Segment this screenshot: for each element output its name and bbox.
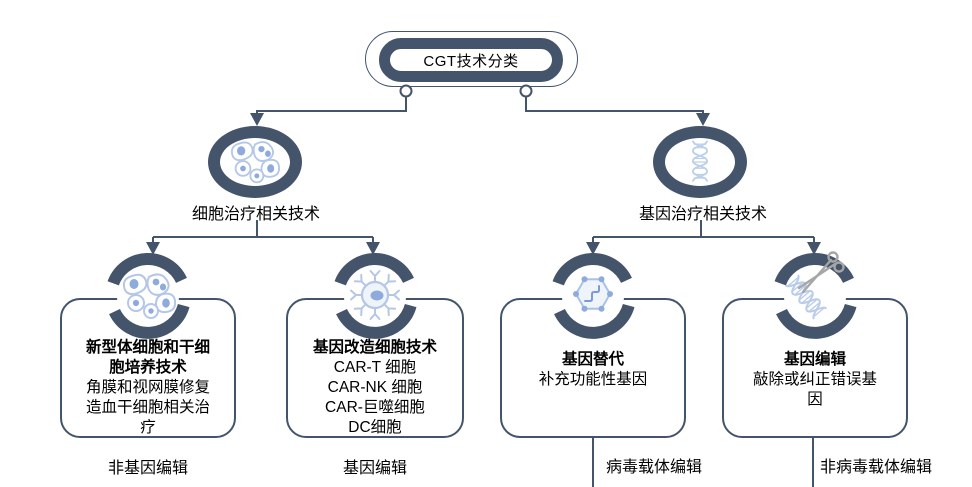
cells-icon bbox=[230, 141, 280, 184]
box-body-line: 角膜和视网膜修复 bbox=[85, 379, 210, 396]
footer-viral-vector: 病毒载体编辑 bbox=[606, 459, 703, 476]
connection-point-circles bbox=[399, 84, 533, 98]
cell-therapy-node bbox=[208, 126, 302, 198]
gene-therapy-label: 基因治疗相关技术 bbox=[638, 206, 768, 223]
cell-therapy-label: 细胞治疗相关技术 bbox=[191, 206, 321, 223]
gene-modified-cell-box: 基因改造细胞技术 CAR-T 细胞 CAR-NK 细胞 CAR-巨噬细胞 DC细… bbox=[286, 298, 464, 438]
root-node: CGT技术分类 bbox=[379, 38, 563, 82]
box-body-line: CAR-NK 细胞 bbox=[327, 379, 423, 396]
box-title-line: 基因改造细胞技术 bbox=[312, 339, 437, 356]
box-body-line: CAR-T 细胞 bbox=[333, 359, 417, 376]
box-body-line: 造血干细胞相关治 bbox=[85, 399, 210, 416]
footer-non-viral-vector: 非病毒载体编辑 bbox=[820, 459, 933, 476]
root-node-label: CGT技术分类 bbox=[423, 52, 519, 70]
box-title-line: 新型体细胞和干细 bbox=[85, 339, 210, 356]
gene-editing-box: 基因编辑 敲除或纠正错误基 因 bbox=[722, 298, 908, 438]
box-body-line: 补充功能性基因 bbox=[538, 371, 648, 388]
gene-therapy-node bbox=[653, 126, 747, 198]
scissors-icon bbox=[797, 251, 845, 294]
box-body-line: DC细胞 bbox=[348, 419, 402, 436]
box-body-line: 因 bbox=[807, 391, 823, 408]
footer-non-gene-editing: 非基因编辑 bbox=[107, 460, 188, 477]
footer-gene-editing: 基因编辑 bbox=[342, 460, 407, 477]
dna-helix-icon bbox=[691, 140, 709, 182]
box-body-line: 敲除或纠正错误基 bbox=[752, 371, 877, 388]
box-title-line: 基因编辑 bbox=[783, 351, 846, 368]
gene-replacement-box: 基因替代 补充功能性基因 bbox=[500, 298, 686, 438]
box-title-line: 胞培养技术 bbox=[109, 359, 187, 376]
box-title-line: 基因替代 bbox=[561, 351, 624, 368]
stem-cell-culture-box: 新型体细胞和干细 胞培养技术 角膜和视网膜修复 造血干细胞相关治 疗 bbox=[60, 298, 236, 438]
box-body-line: 疗 bbox=[140, 419, 156, 436]
box-body-line: CAR-巨噬细胞 bbox=[325, 399, 425, 416]
